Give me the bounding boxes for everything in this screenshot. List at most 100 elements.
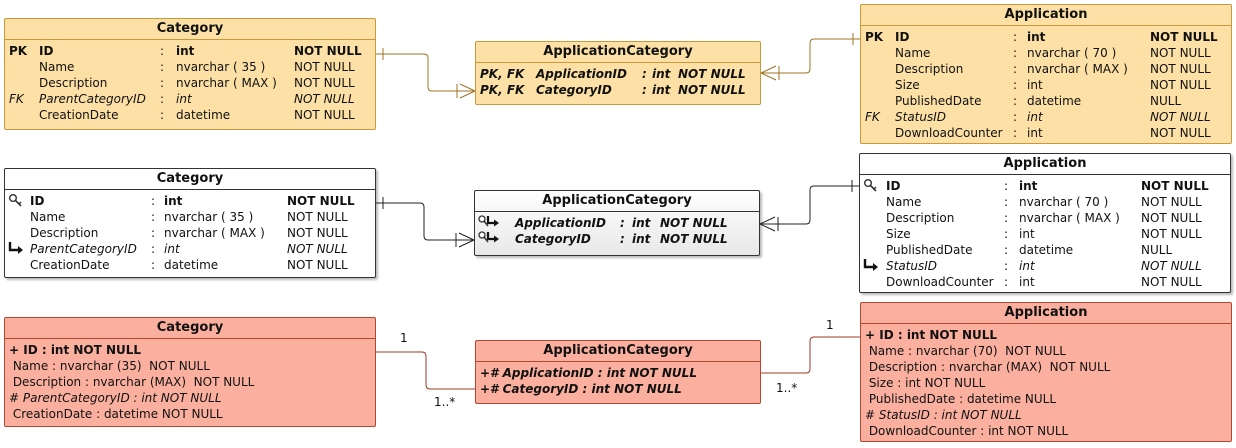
column-row[interactable]: PublishedDate : datetime NULL xyxy=(861,391,1231,407)
column-row[interactable]: Description:nvarchar ( MAX )NOT NULL xyxy=(860,210,1230,226)
grey-category-join-relationship[interactable] xyxy=(376,197,475,248)
entity-title: ApplicationCategory xyxy=(476,42,760,63)
column-separator: : xyxy=(642,67,647,81)
column-type: int xyxy=(1019,179,1038,193)
column-row[interactable]: Name : nvarchar (70) NOT NULL xyxy=(861,343,1231,359)
key-marker: PK, FK xyxy=(480,67,525,81)
column-separator: : xyxy=(1013,94,1018,108)
column-row[interactable]: Name:nvarchar ( 70 )NOT NULL xyxy=(861,45,1231,61)
red-application-category-entity[interactable]: ApplicationCategory +# ApplicationID : i… xyxy=(475,340,761,404)
column-row[interactable]: Description:nvarchar ( MAX )NOT NULL xyxy=(5,225,375,241)
column-type: int xyxy=(632,216,651,230)
column-type: int xyxy=(1027,30,1046,44)
column-row[interactable]: +# CategoryID : int NOT NULL xyxy=(476,381,760,397)
column-row[interactable]: Name:nvarchar ( 35 )NOT NULL xyxy=(5,209,375,225)
column-row[interactable]: Description:nvarchar ( MAX )NOT NULL xyxy=(5,75,375,91)
column-row[interactable]: Description : nvarchar (MAX) NOT NULL xyxy=(861,359,1231,375)
column-definition: Name : nvarchar (70) NOT NULL xyxy=(865,344,1066,358)
entity-title: Application xyxy=(860,154,1230,175)
column-row[interactable]: Name:nvarchar ( 70 )NOT NULL xyxy=(860,194,1230,210)
column-nullability: NOT NULL xyxy=(287,210,348,224)
column-nullability: NOT NULL xyxy=(294,60,355,74)
red-application-entity[interactable]: Application + ID : int NOT NULL Name : n… xyxy=(860,302,1232,442)
column-definition: Size : int NOT NULL xyxy=(865,376,986,390)
column-nullability: NOT NULL xyxy=(1150,62,1211,76)
column-row[interactable]: Size : int NOT NULL xyxy=(861,375,1231,391)
key-icon xyxy=(863,178,879,192)
column-type: datetime xyxy=(164,258,219,272)
yellow-application-join-relationship[interactable] xyxy=(760,33,860,81)
column-separator: : xyxy=(151,258,156,272)
column-name: Description xyxy=(39,76,108,90)
column-row[interactable]: Name:nvarchar ( 35 )NOT NULL xyxy=(5,59,375,75)
column-separator: : xyxy=(151,242,156,256)
multiplicity-label: 1..* xyxy=(434,395,456,409)
column-row[interactable]: Description : nvarchar (MAX) NOT NULL xyxy=(5,374,375,390)
column-row[interactable]: DownloadCounter : int NOT NULL xyxy=(861,423,1231,439)
column-name: ID xyxy=(895,30,910,44)
yellow-category-join-relationship[interactable] xyxy=(376,48,476,99)
column-separator: : xyxy=(1004,179,1009,193)
column-separator: : xyxy=(1013,30,1018,44)
column-type: int xyxy=(1019,275,1035,289)
column-nullability: NOT NULL xyxy=(1150,78,1211,92)
column-row[interactable]: + ID : int NOT NULL xyxy=(861,327,1231,343)
column-name: DownloadCounter xyxy=(895,126,1003,140)
column-type: nvarchar ( MAX ) xyxy=(1019,211,1120,225)
column-type: nvarchar ( MAX ) xyxy=(1027,62,1128,76)
column-row[interactable]: + ID : int NOT NULL xyxy=(5,342,375,358)
red-category-join-relationship[interactable] xyxy=(376,351,475,390)
column-definition: + ID : int NOT NULL xyxy=(865,328,998,342)
column-separator: : xyxy=(1004,195,1009,209)
column-type: nvarchar ( MAX ) xyxy=(176,76,277,90)
column-row[interactable]: Description:nvarchar ( MAX )NOT NULL xyxy=(861,61,1231,77)
column-separator: : xyxy=(1013,126,1018,140)
column-row[interactable]: +# ApplicationID : int NOT NULL xyxy=(476,365,760,381)
column-separator: : xyxy=(1004,227,1009,241)
column-row[interactable]: # ParentCategoryID : int NOT NULL xyxy=(5,390,375,406)
column-definition: +# CategoryID : int NOT NULL xyxy=(480,382,682,396)
column-row[interactable]: Name : nvarchar (35) NOT NULL xyxy=(5,358,375,374)
key-marker: PK xyxy=(9,44,28,58)
column-name: PublishedDate xyxy=(895,94,982,108)
column-name: Name xyxy=(895,46,931,60)
column-type: datetime xyxy=(1027,94,1082,108)
column-separator: : xyxy=(1013,78,1018,92)
column-separator: : xyxy=(1013,62,1018,76)
red-category-entity[interactable]: Category + ID : int NOT NULL Name : nvar… xyxy=(4,317,376,427)
column-name: PublishedDate xyxy=(886,243,973,257)
column-name: Name xyxy=(39,60,75,74)
column-definition: # ParentCategoryID : int NOT NULL xyxy=(9,391,222,405)
column-row[interactable]: # StatusID : int NOT NULL xyxy=(861,407,1231,423)
column-nullability: NOT NULL xyxy=(1141,275,1202,289)
grey-application-join-relationship[interactable] xyxy=(759,180,859,232)
red-application-join-relationship[interactable] xyxy=(761,336,860,374)
column-row[interactable]: CreationDate : datetime NOT NULL xyxy=(5,406,375,422)
